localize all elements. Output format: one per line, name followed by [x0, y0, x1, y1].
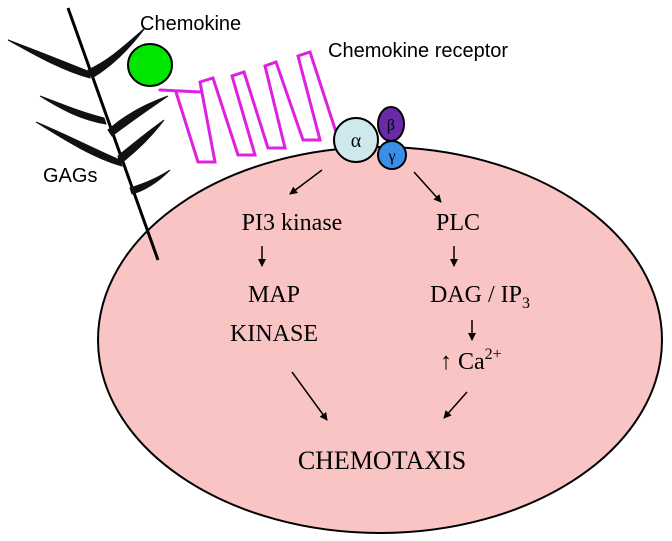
chemokine-receptor	[158, 50, 338, 164]
gag-chain-2	[87, 27, 146, 79]
ca-superscript: 2+	[485, 346, 502, 363]
chemokine-receptor-label: Chemokine receptor	[328, 40, 508, 62]
dag-ip3-subscript: 3	[522, 295, 530, 312]
pi3-kinase-label: PI3 kinase	[242, 210, 343, 236]
gags-label: GAGs	[43, 165, 97, 187]
g-protein-gamma	[377, 140, 407, 170]
arrow-map-to-chemotaxis	[291, 371, 328, 421]
beta-label: β	[387, 117, 395, 134]
chemokine-label: Chemokine	[140, 13, 241, 35]
gag-chain-6	[107, 95, 169, 137]
map-kinase-label-line2: KINASE	[230, 321, 318, 347]
gag-chain-5	[117, 119, 165, 165]
cell-membrane	[97, 146, 663, 534]
gag-chains	[7, 27, 171, 195]
ca-label: ↑Ca2+	[440, 346, 502, 375]
chemokine-ligand	[127, 43, 173, 87]
gamma-label: γ	[387, 148, 395, 165]
gag-chain-7	[129, 169, 171, 195]
chemotaxis-label: CHEMOTAXIS	[298, 446, 466, 475]
dag-ip3-label: DAG / IP3	[430, 282, 530, 312]
dag-ip3-main: DAG / IP	[430, 282, 522, 308]
arrow-to-pi3k	[289, 169, 323, 195]
plc-label: PLC	[436, 210, 480, 236]
gag-chain-3	[39, 95, 107, 125]
gag-chain-1	[7, 39, 91, 79]
g-protein-alpha	[333, 117, 379, 163]
up-arrow-icon: ↑	[440, 349, 452, 375]
ca-main: Ca	[458, 349, 485, 375]
arrow-ca-to-chemotaxis	[443, 391, 468, 419]
arrow-to-plc	[413, 171, 442, 203]
alpha-label: α	[351, 130, 362, 152]
map-kinase-label-line1: MAP	[248, 282, 300, 308]
gag-chain-4	[35, 121, 123, 167]
